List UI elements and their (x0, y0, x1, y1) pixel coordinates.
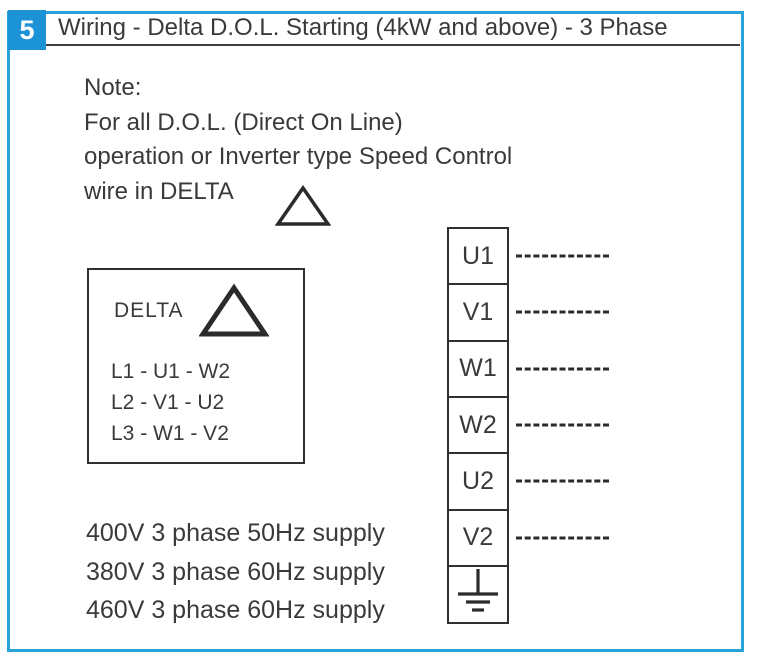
connection-row: L3 - W1 - V2 (111, 422, 229, 445)
wire-dashed-line (516, 536, 609, 540)
connection-row: L1 - U1 - W2 (111, 360, 231, 383)
wire-dashed-line (516, 254, 609, 258)
delta-triangle-icon (275, 185, 331, 227)
delta-connection-list: L1 - U1 - W2 L2 - V1 - U2 L3 - W1 - V2 (111, 356, 230, 449)
note-line: Note: (84, 74, 142, 101)
terminal-label: V2 (462, 523, 494, 552)
terminal-cell-w2: W2 (449, 398, 609, 455)
terminal-label: U1 (462, 241, 494, 270)
terminal-label: W2 (459, 410, 497, 439)
note-text: Note: For all D.O.L. (Direct On Line) op… (84, 71, 512, 209)
supply-option: 400V 3 phase 50Hz supply (86, 519, 385, 547)
wire-dashed-line (516, 310, 609, 314)
connection-row: L2 - V1 - U2 (111, 391, 225, 414)
wire-dashed-line (516, 367, 609, 371)
note-line: wire in DELTA (84, 177, 234, 205)
delta-wiring-box: DELTA L1 - U1 - W2 L2 - V1 - U2 L3 - W1 … (87, 268, 305, 464)
supply-options: 400V 3 phase 50Hz supply 380V 3 phase 60… (86, 514, 385, 630)
page-title: Wiring - Delta D.O.L. Starting (4kW and … (58, 14, 668, 41)
terminal-label: U2 (462, 466, 494, 495)
wire-dashed-line (516, 479, 609, 483)
terminal-cell-v1: V1 (449, 285, 609, 342)
page-border (7, 11, 744, 652)
delta-triangle-icon (199, 283, 269, 339)
delta-label: DELTA (114, 299, 184, 322)
section-number-badge: 5 (8, 10, 46, 50)
terminal-label: V1 (462, 297, 494, 326)
section-number: 5 (19, 14, 35, 45)
note-line: For all D.O.L. (Direct On Line) (84, 108, 403, 136)
terminal-cell-v2: V2 (449, 511, 609, 567)
supply-option: 460V 3 phase 60Hz supply (86, 596, 385, 624)
note-line: operation or Inverter type Speed Control (84, 143, 513, 170)
terminal-cell-ground (449, 567, 507, 622)
title-underline (46, 44, 740, 46)
terminal-cell-w1: W1 (449, 342, 609, 398)
terminal-label: W1 (459, 354, 497, 383)
wire-dashed-line (516, 423, 609, 427)
supply-option: 380V 3 phase 60Hz supply (86, 557, 385, 586)
terminal-cell-u2: U2 (449, 454, 609, 511)
terminal-cell-u1: U1 (449, 229, 609, 286)
earth-ground-icon (455, 567, 501, 622)
terminal-block: U1 V1 W1 W2 U2 V2 (447, 227, 609, 624)
